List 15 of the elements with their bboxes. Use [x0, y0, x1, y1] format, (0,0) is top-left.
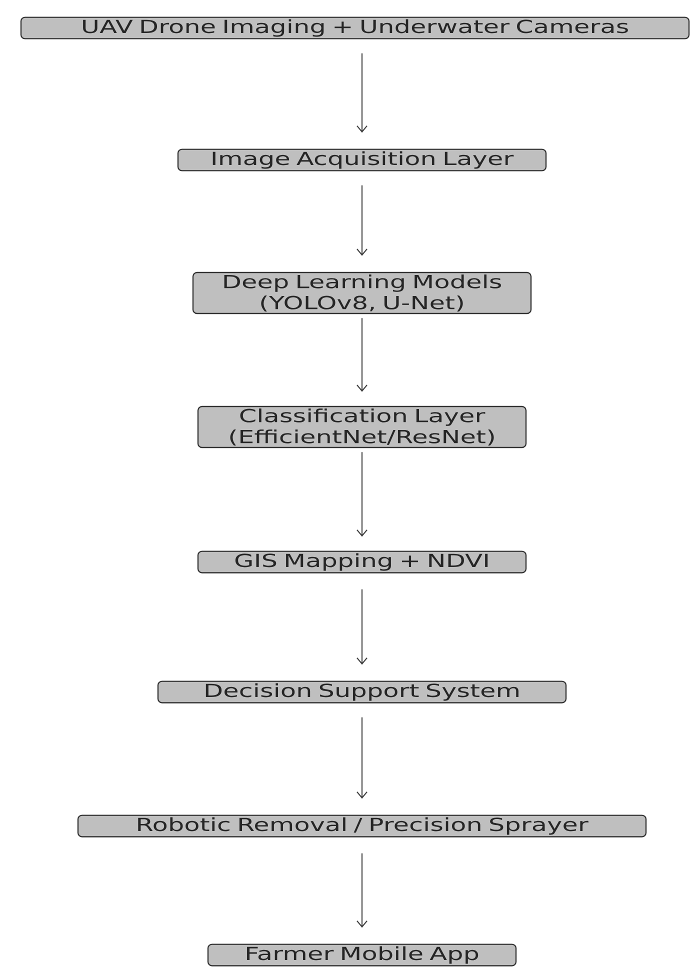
arrow	[356, 589, 368, 665]
arrow	[356, 53, 368, 133]
process-box: UAV Drone Imaging + Underwater Cameras	[20, 16, 690, 40]
process-box: Robotic Removal / Precision Sprayer	[77, 814, 647, 838]
process-box: Classification Layer (EfficientNet/ResNet)	[197, 406, 527, 448]
arrow	[356, 717, 368, 799]
process-box: Deep Learning Models (YOLOv8, U-Net)	[192, 272, 532, 314]
arrow	[356, 185, 368, 256]
process-box: Image Acquisition Layer	[177, 148, 547, 172]
arrow	[356, 452, 368, 537]
process-box: GIS Mapping + NDVI	[197, 550, 527, 574]
arrow	[356, 853, 368, 928]
arrow	[356, 318, 368, 392]
process-box: Farmer Mobile App	[207, 944, 517, 966]
process-box: Decision Support System	[157, 680, 567, 704]
